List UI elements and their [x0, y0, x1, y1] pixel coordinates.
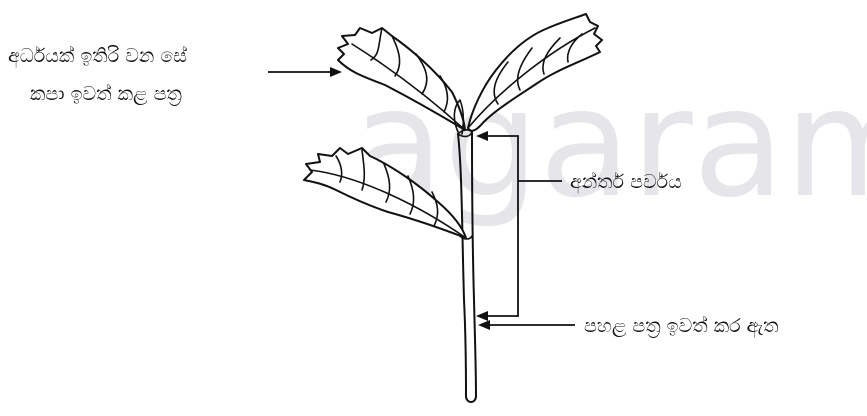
- label-cut-leaves-line2: කපා ඉවත් කළ පත්‍ර: [30, 83, 182, 106]
- label-lower-leaves-removed: පහළ පත්‍ර ඉවත් කර ඇත: [584, 315, 779, 338]
- callout-cut-leaves: අර්ධයක් ඉතිරි වන සේ කපා ඉවත් කළ පත්‍ර: [8, 45, 342, 106]
- arrowhead-lower-leaves-removed: [478, 320, 490, 330]
- arrowhead-cut-leaves: [330, 67, 342, 77]
- label-internode: අන්තර් පර්වය: [570, 171, 682, 194]
- arrowhead-internode-lower: [476, 311, 488, 321]
- callout-lower-leaves-removed: පහළ පත්‍ර ඉවත් කර ඇත: [478, 315, 779, 338]
- label-cut-leaves-line1: අර්ධයක් ඉතිරි වන සේ: [8, 45, 187, 68]
